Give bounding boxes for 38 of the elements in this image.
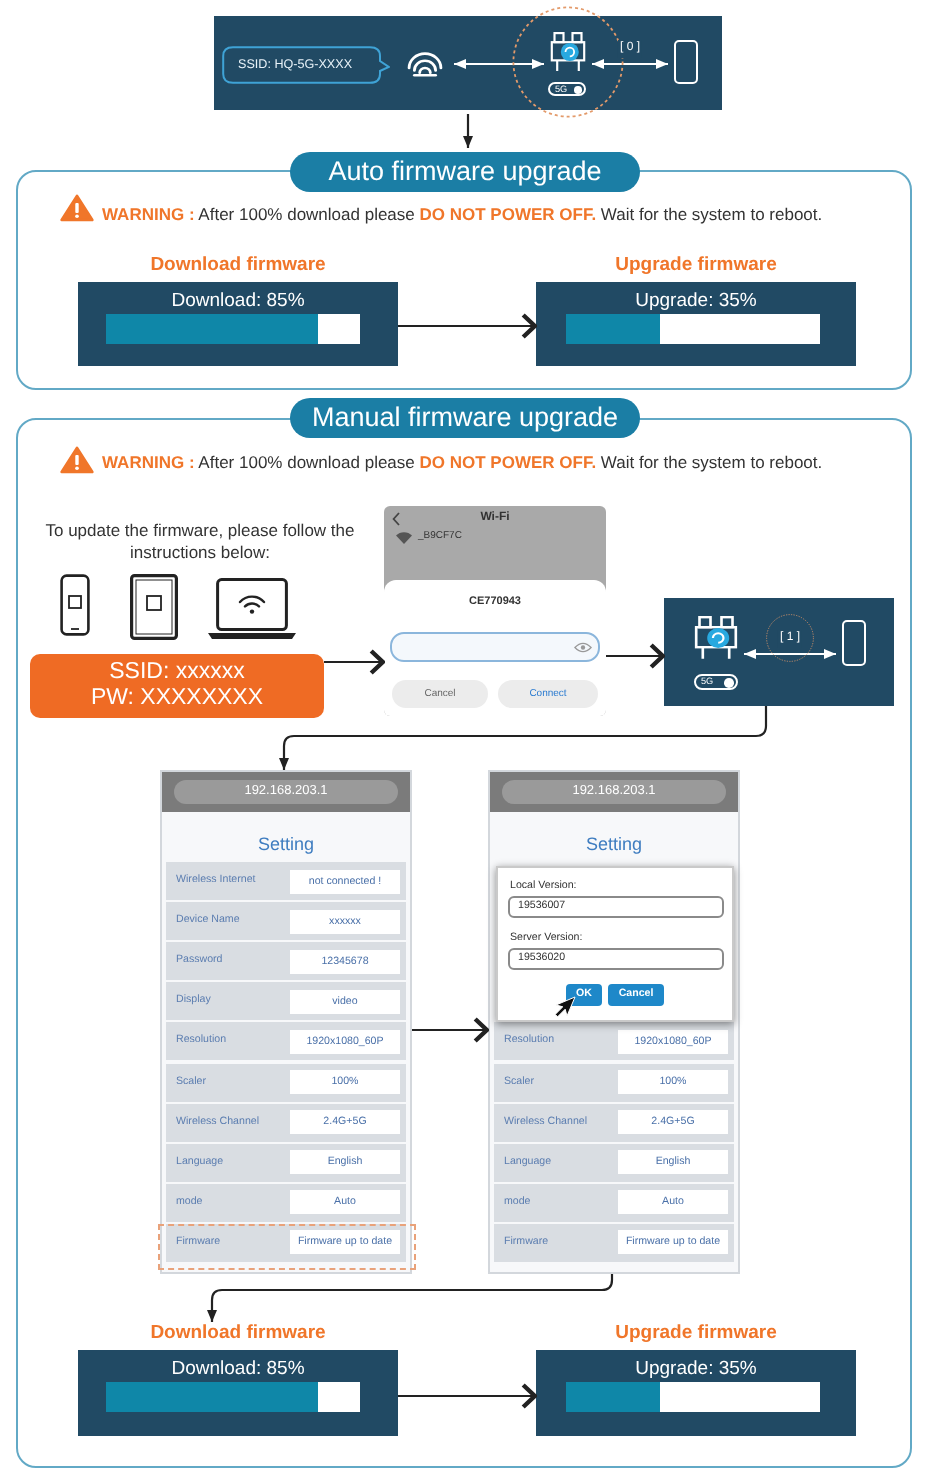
warning-text: WARNING : After 100% download please DO NOT POWER OFF. Wait for the system to reboot. <box>102 202 823 226</box>
device-panel <box>664 598 894 706</box>
step-heading: Download firmware <box>150 254 326 276</box>
progress-label: Download: 85% <box>171 1358 305 1382</box>
phone-icon <box>674 40 698 84</box>
step-heading: Upgrade firmware <box>615 1322 777 1344</box>
router-icon <box>402 52 448 76</box>
arrow <box>412 1016 489 1044</box>
step-heading: Upgrade firmware <box>615 254 777 276</box>
arrow <box>279 706 768 770</box>
wifi-screenshot <box>384 506 606 716</box>
progress-label: Download: 85% <box>171 290 305 314</box>
section-title: Manual firmware upgrade <box>290 398 640 438</box>
usb-dongle-icon <box>550 32 586 72</box>
step-heading: Download firmware <box>150 1322 326 1344</box>
warning-text: WARNING : After 100% download please DO NOT POWER OFF. Wait for the system to reboot. <box>102 450 823 474</box>
arrow <box>463 114 473 148</box>
section-title: Auto firmware upgrade <box>290 152 640 192</box>
instruction-text: To update the firmware, please follow the instructions below: <box>43 520 357 564</box>
arrow <box>398 1382 537 1410</box>
version-dialog <box>496 866 734 1022</box>
arrow <box>324 648 385 676</box>
phone-icon <box>842 620 866 666</box>
device-panel <box>214 16 722 110</box>
credentials-box: SSID: xxxxxx PW: XXXXXXXX <box>30 654 324 718</box>
usb-dongle-icon <box>694 616 738 660</box>
page-title: Setting <box>585 834 643 856</box>
arrow <box>398 312 537 340</box>
progress-label: Upgrade: 35% <box>635 290 757 314</box>
double-arrow <box>454 59 544 69</box>
arrow <box>606 642 665 670</box>
double-arrow <box>744 649 836 659</box>
arrow <box>207 1274 614 1322</box>
page-title: Setting <box>257 834 315 856</box>
progress-label: Upgrade: 35% <box>635 1358 757 1382</box>
settings-screen <box>160 770 412 1274</box>
double-arrow <box>592 59 668 69</box>
settings-screen <box>488 770 740 1274</box>
